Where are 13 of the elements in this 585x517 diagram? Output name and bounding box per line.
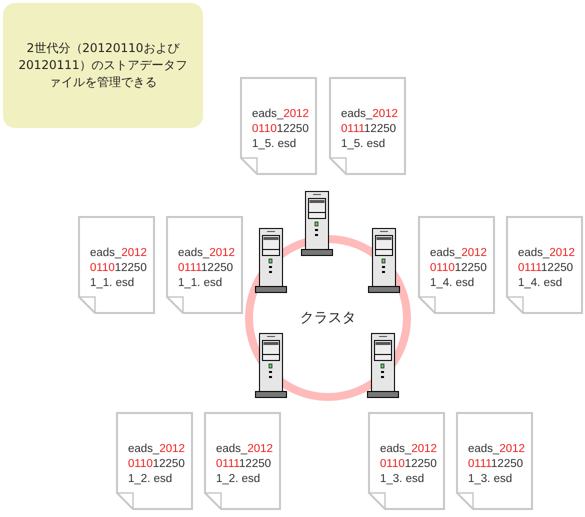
file-name: eads_2012 011012250 1_3. esd <box>380 442 437 487</box>
file-name: eads_2012 011112250 1_2. esd <box>216 442 273 487</box>
file-name: eads_2012 011112250 1_5. esd <box>341 107 398 152</box>
file-name: eads_2012 011012250 1_5. esd <box>252 107 309 152</box>
file-name: eads_2012 011112250 1_4. esd <box>518 246 575 291</box>
file-name: eads_2012 011012250 1_2. esd <box>128 442 185 487</box>
cluster-label: クラスタ <box>300 309 356 327</box>
note-text: 2世代分（20120110および20120111）のストアデータファイルを管理できる <box>17 40 189 91</box>
file-name: eads_2012 011112250 1_3. esd <box>468 442 525 487</box>
file-name: eads_2012 011112250 1_1. esd <box>178 246 235 291</box>
note-box <box>3 3 203 128</box>
file-name: eads_2012 011012250 1_4. esd <box>430 246 487 291</box>
file-name: eads_2012 011012250 1_1. esd <box>90 246 147 291</box>
